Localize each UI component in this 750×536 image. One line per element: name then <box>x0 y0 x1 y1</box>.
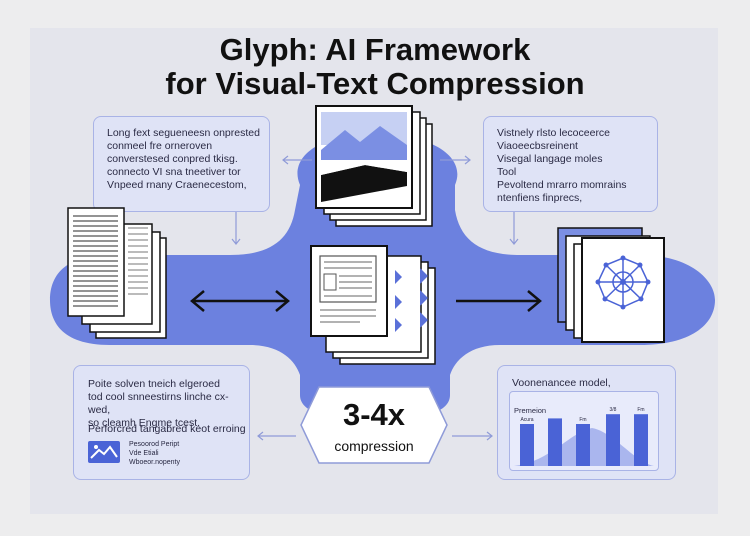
bar-label: Fm <box>579 417 586 423</box>
card-text-line: Vnpeed rnany Craenecestom, <box>107 179 247 191</box>
right-arrow-icon <box>456 290 542 312</box>
card-text-line: Vistnely rlsto lecoceerce <box>497 127 611 139</box>
bar-label: 3/8 <box>610 407 617 413</box>
bar-label: Fm <box>637 407 644 413</box>
card-text-line: conmeel fre orneroven <box>107 140 213 152</box>
card-text-line: Viaoeecbsreinent <box>497 140 578 152</box>
card-bottom-left: Poite solven tneich elgeroed tod cool sn… <box>73 365 250 480</box>
card-text-line: Poite solven tneich elgeroed <box>88 378 220 390</box>
chart-bar <box>606 414 620 466</box>
double-arrow-icon <box>190 290 290 312</box>
card-text-line: ntenfiens finprecs, <box>497 192 583 204</box>
compression-label: compression <box>334 438 414 454</box>
card-text-line: converstesed conpred tkisg. <box>107 153 238 165</box>
card-text-line: Long fext segueneesn onprested <box>107 127 260 139</box>
card-heading: Voonenancee model, <box>512 377 611 389</box>
chart-bar <box>548 418 562 466</box>
photo-icon <box>88 441 120 463</box>
card-text-line: tod cool snneestirns linche cx-wed, <box>88 391 229 416</box>
card-text-line: Tool <box>497 166 517 178</box>
compression-ratio: 3-4x <box>342 397 406 432</box>
chart-bar <box>520 424 534 466</box>
card-subhead: Perforcred tangabred keot erroing <box>88 423 246 435</box>
page-title-line-1: Glyph: AI Framework <box>219 32 531 67</box>
card-top-left: Long fext segueneesn onprested conmeel f… <box>93 116 270 212</box>
page-title-line-2: for Visual-Text Compression <box>165 66 585 101</box>
card-text-line: connecto VI sna tneetiver tor <box>107 166 241 178</box>
connector-arrows <box>231 155 519 441</box>
card-top-right: Vistnely rlsto lecoceerce Viaoeecbsreine… <box>483 116 658 212</box>
card-text-line: Visegal langage moles <box>497 153 603 165</box>
bar-label: Acura <box>520 417 533 423</box>
chart-label: Premeion <box>514 406 547 415</box>
chart-bar <box>634 414 648 466</box>
compression-badge <box>300 386 448 464</box>
card-text-line: Pevoltend mrarro momrains <box>497 179 627 191</box>
legend-line: Pesoorod Peript <box>129 441 180 448</box>
chart-bar <box>576 424 590 466</box>
legend-line: Wboeor.nopenty <box>129 459 180 466</box>
legend-line: Vde Etiali <box>129 450 159 457</box>
card-text-line: so cleamh Engme tcest. <box>88 417 201 429</box>
